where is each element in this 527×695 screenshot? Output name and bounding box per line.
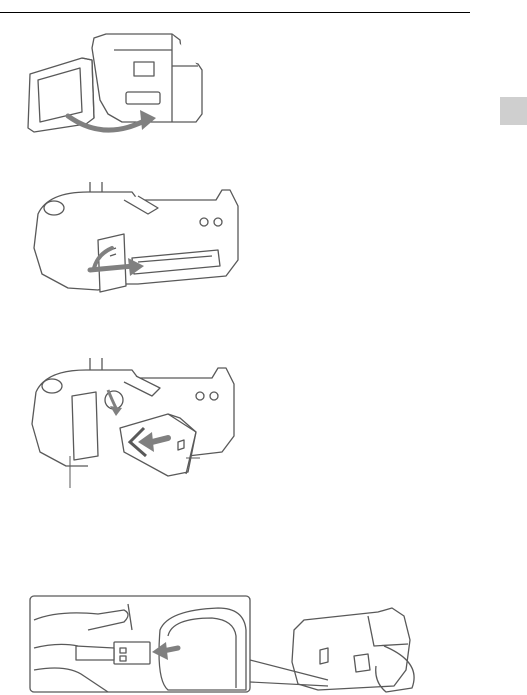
figure-open-lcd-monitor [22,30,207,135]
section-index-tab [500,97,527,125]
header-rule [0,12,470,13]
camcorder-lcd-open-illustration [22,30,207,135]
figure-open-battery-cover [28,178,246,306]
battery-insert-illustration [28,356,246,491]
battery-cover-open-illustration [28,178,246,306]
figure-connect-usb-cable [28,590,448,695]
figure-insert-battery-pack [28,356,246,491]
usb-cable-connect-illustration [28,590,448,695]
